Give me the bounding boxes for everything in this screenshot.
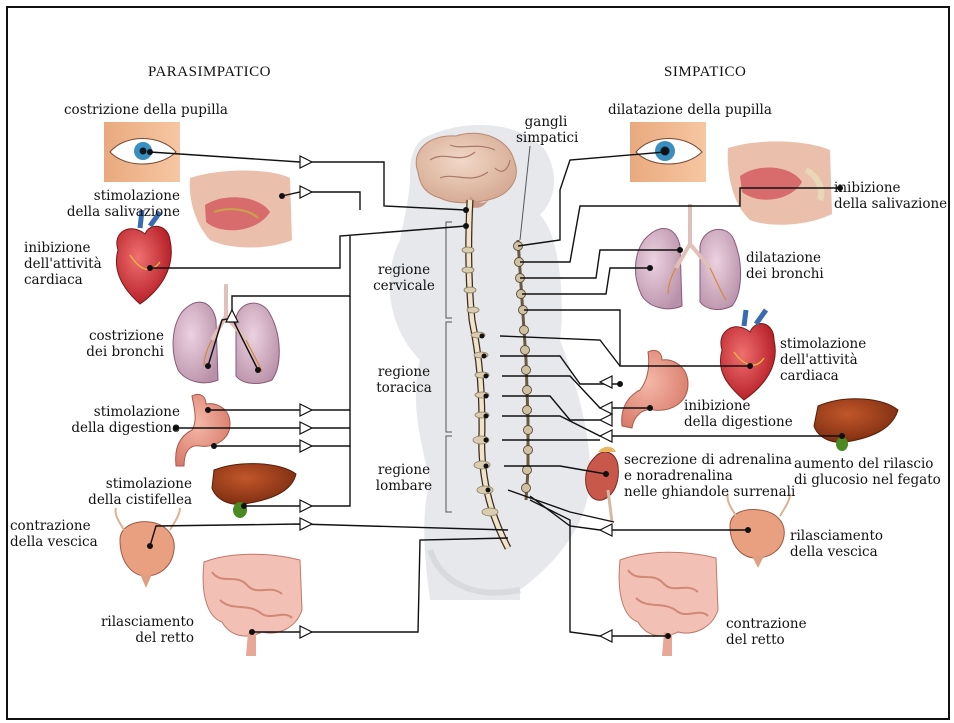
right-bladder xyxy=(727,494,790,568)
left-eye xyxy=(104,122,180,182)
right-mouth xyxy=(728,141,832,224)
right-kidney xyxy=(586,447,619,522)
symp-adrenal-label: secrezione di adrenalina e noradrenalina… xyxy=(624,452,795,500)
right-intestines xyxy=(619,552,718,656)
para-bladder-label: contrazione della vescica xyxy=(10,518,98,550)
para-gallbladder-label: stimolazione della cistifellea xyxy=(40,476,192,508)
para-bronchi-label: costrizione dei bronchi xyxy=(60,328,164,360)
left-intestines xyxy=(203,554,302,656)
right-heart xyxy=(720,310,775,400)
symp-bronchi-label: dilatazione dei bronchi xyxy=(746,250,824,282)
symp-rectum-label: contrazione del retto xyxy=(726,616,807,648)
cervical-region-label: regione cervicale xyxy=(366,262,442,294)
right-lungs xyxy=(635,204,740,309)
left-bladder xyxy=(115,508,180,588)
para-pupil-label: costrizione della pupilla xyxy=(64,102,228,118)
lumbar-region-label: regione lombare xyxy=(366,462,442,494)
symp-bladder-label: rilasciamento della vescica xyxy=(790,528,883,560)
symp-saliva-label: inibizione della salivazione xyxy=(834,180,947,212)
para-rectum-label: rilasciamento del retto xyxy=(90,614,194,646)
symp-heart-label: stimolazione dell'attività cardiaca xyxy=(780,336,866,384)
parasympathetic-header: PARASIMPATICO xyxy=(148,64,271,81)
thoracic-region-label: regione toracica xyxy=(366,364,442,396)
para-digestion-label: stimolazione della digestione xyxy=(40,404,180,436)
right-liver xyxy=(814,399,898,451)
gangli-label: gangli simpatici xyxy=(516,114,576,146)
left-stomach xyxy=(176,394,230,466)
left-heart xyxy=(116,210,171,304)
left-mouth xyxy=(190,171,292,248)
para-heart-label: inibizione dell'attività cardiaca xyxy=(24,240,102,288)
para-saliva-label: stimolazione della salivazione xyxy=(40,188,180,220)
symp-pupil-label: dilatazione della pupilla xyxy=(608,102,772,118)
left-lungs xyxy=(173,284,279,383)
symp-digestion-label: inibizione della digestione xyxy=(684,398,793,430)
left-liver xyxy=(212,464,296,518)
sympathetic-header: SIMPATICO xyxy=(664,64,746,81)
right-stomach xyxy=(622,350,688,428)
symp-liver-label: aumento del rilascio di glucosio nel feg… xyxy=(794,456,941,488)
